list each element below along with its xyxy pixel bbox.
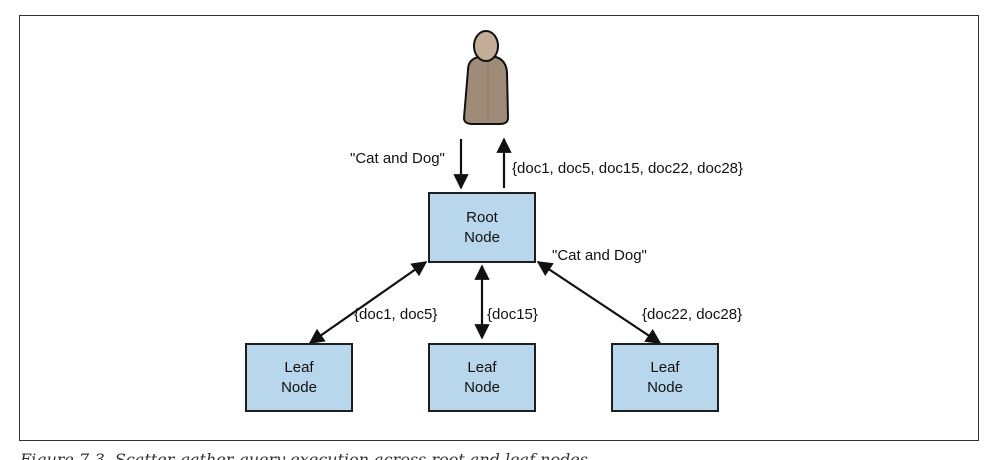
result-label: {doc1, doc5, doc15, doc22, doc28} (512, 160, 744, 177)
root-leaf1-arrow (308, 261, 428, 344)
leaf-node-line1: Leaf (284, 358, 314, 376)
leaf-node-line2: Node (464, 378, 500, 396)
leaf-node-line2: Node (647, 378, 683, 396)
query-label: "Cat and Dog" (350, 150, 445, 167)
leaf-node-1: Leaf Node (245, 343, 353, 412)
leaf2-result-label: {doc15} (487, 306, 538, 323)
user-icon (462, 30, 510, 125)
leaf-node-2: Leaf Node (428, 343, 536, 412)
root-node-line1: Root (466, 208, 498, 226)
leaf-node-line1: Leaf (467, 358, 497, 376)
root-node: Root Node (428, 192, 536, 263)
root-leaf3-arrow (536, 261, 662, 344)
leaf1-result-label: {doc1, doc5} (354, 306, 438, 323)
root-node-line2: Node (464, 228, 500, 246)
leaf3-result-label: {doc22, doc28} (642, 306, 743, 323)
figure-caption: Figure 7-3. Scatter-gather query executi… (20, 450, 588, 460)
leaf-node-3: Leaf Node (611, 343, 719, 412)
leaf-node-line1: Leaf (650, 358, 680, 376)
leaf-node-line2: Node (281, 378, 317, 396)
query-to-leaves-label: "Cat and Dog" (552, 247, 647, 264)
